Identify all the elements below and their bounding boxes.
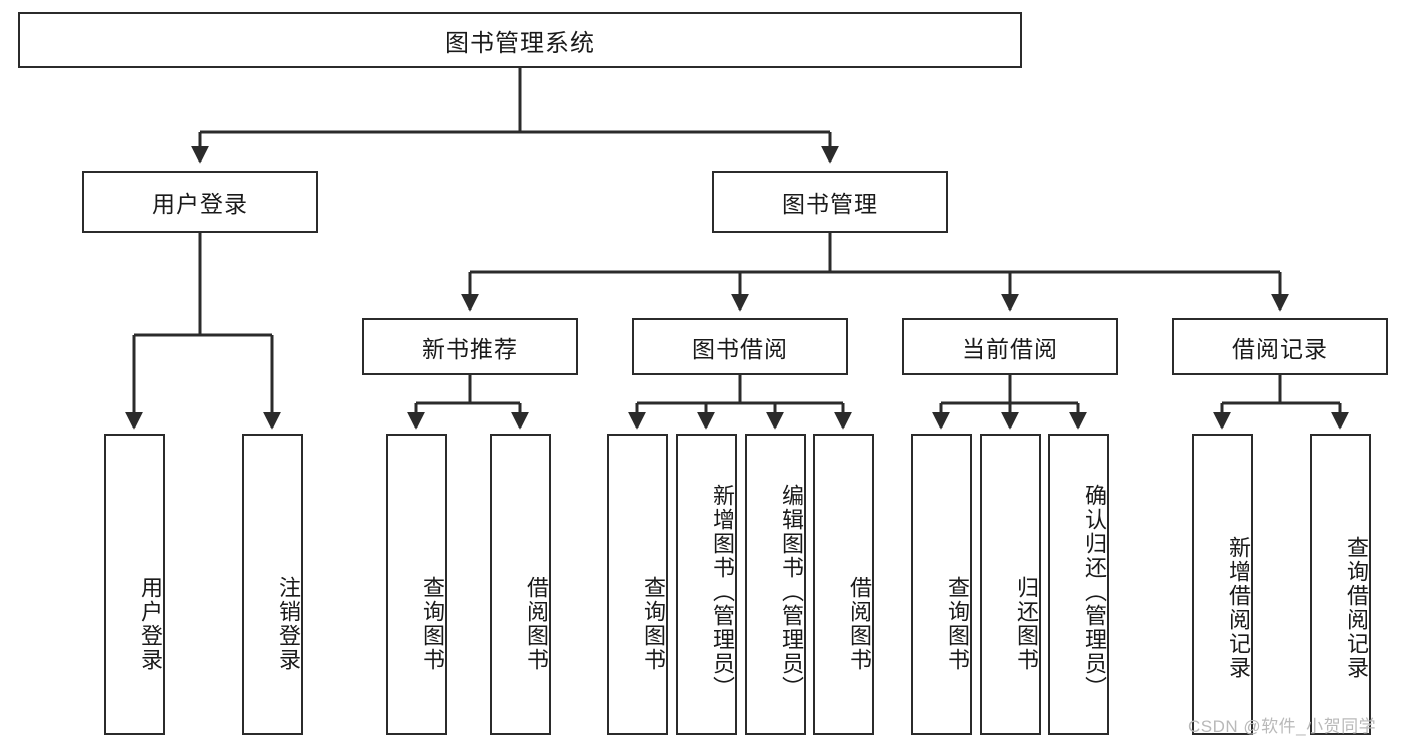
leaf-label: 新增借阅记录 (1226, 535, 1251, 680)
csdn-watermark: CSDN @软件_小贺同学 (1188, 717, 1377, 736)
leaf-label: 借阅图书 (524, 575, 549, 672)
node-leaf-query-book-2[interactable]: 查询图书 (607, 434, 668, 735)
node-leaf-edit-book[interactable]: 编辑图书（管理员） (745, 434, 806, 735)
node-leaf-query-book-1[interactable]: 查询图书 (386, 434, 447, 735)
leaf-label: 新增图书（管理员） (710, 483, 735, 700)
leaf-label: 归还图书 (1014, 575, 1039, 672)
node-leaf-borrow-book-2[interactable]: 借阅图书 (813, 434, 874, 735)
node-leaf-logout-login[interactable]: 注销登录 (242, 434, 303, 735)
node-leaf-query-book-3[interactable]: 查询图书 (911, 434, 972, 735)
leaf-label: 查询图书 (420, 575, 445, 672)
node-root-system[interactable]: 图书管理系统 (18, 12, 1022, 68)
node-leaf-confirm-return[interactable]: 确认归还（管理员） (1048, 434, 1109, 735)
node-leaf-borrow-book-1[interactable]: 借阅图书 (490, 434, 551, 735)
leaf-label: 用户登录 (138, 575, 163, 672)
leaf-label: 借阅图书 (847, 575, 872, 672)
node-leaf-add-book[interactable]: 新增图书（管理员） (676, 434, 737, 735)
node-book-borrow[interactable]: 图书借阅 (632, 318, 848, 375)
leaf-label: 注销登录 (276, 575, 301, 672)
node-leaf-return-book[interactable]: 归还图书 (980, 434, 1041, 735)
leaf-label: 查询图书 (945, 575, 970, 672)
node-leaf-add-record[interactable]: 新增借阅记录 (1192, 434, 1253, 735)
leaf-label: 编辑图书（管理员） (779, 483, 804, 700)
node-borrow-record[interactable]: 借阅记录 (1172, 318, 1388, 375)
node-new-book-recommend[interactable]: 新书推荐 (362, 318, 578, 375)
leaf-label: 查询图书 (641, 575, 666, 672)
node-leaf-query-record[interactable]: 查询借阅记录 (1310, 434, 1371, 735)
node-book-manage[interactable]: 图书管理 (712, 171, 948, 233)
node-leaf-user-login[interactable]: 用户登录 (104, 434, 165, 735)
leaf-label: 确认归还（管理员） (1082, 483, 1107, 700)
node-user-login[interactable]: 用户登录 (82, 171, 318, 233)
leaf-label: 查询借阅记录 (1344, 535, 1369, 680)
node-current-borrow[interactable]: 当前借阅 (902, 318, 1118, 375)
